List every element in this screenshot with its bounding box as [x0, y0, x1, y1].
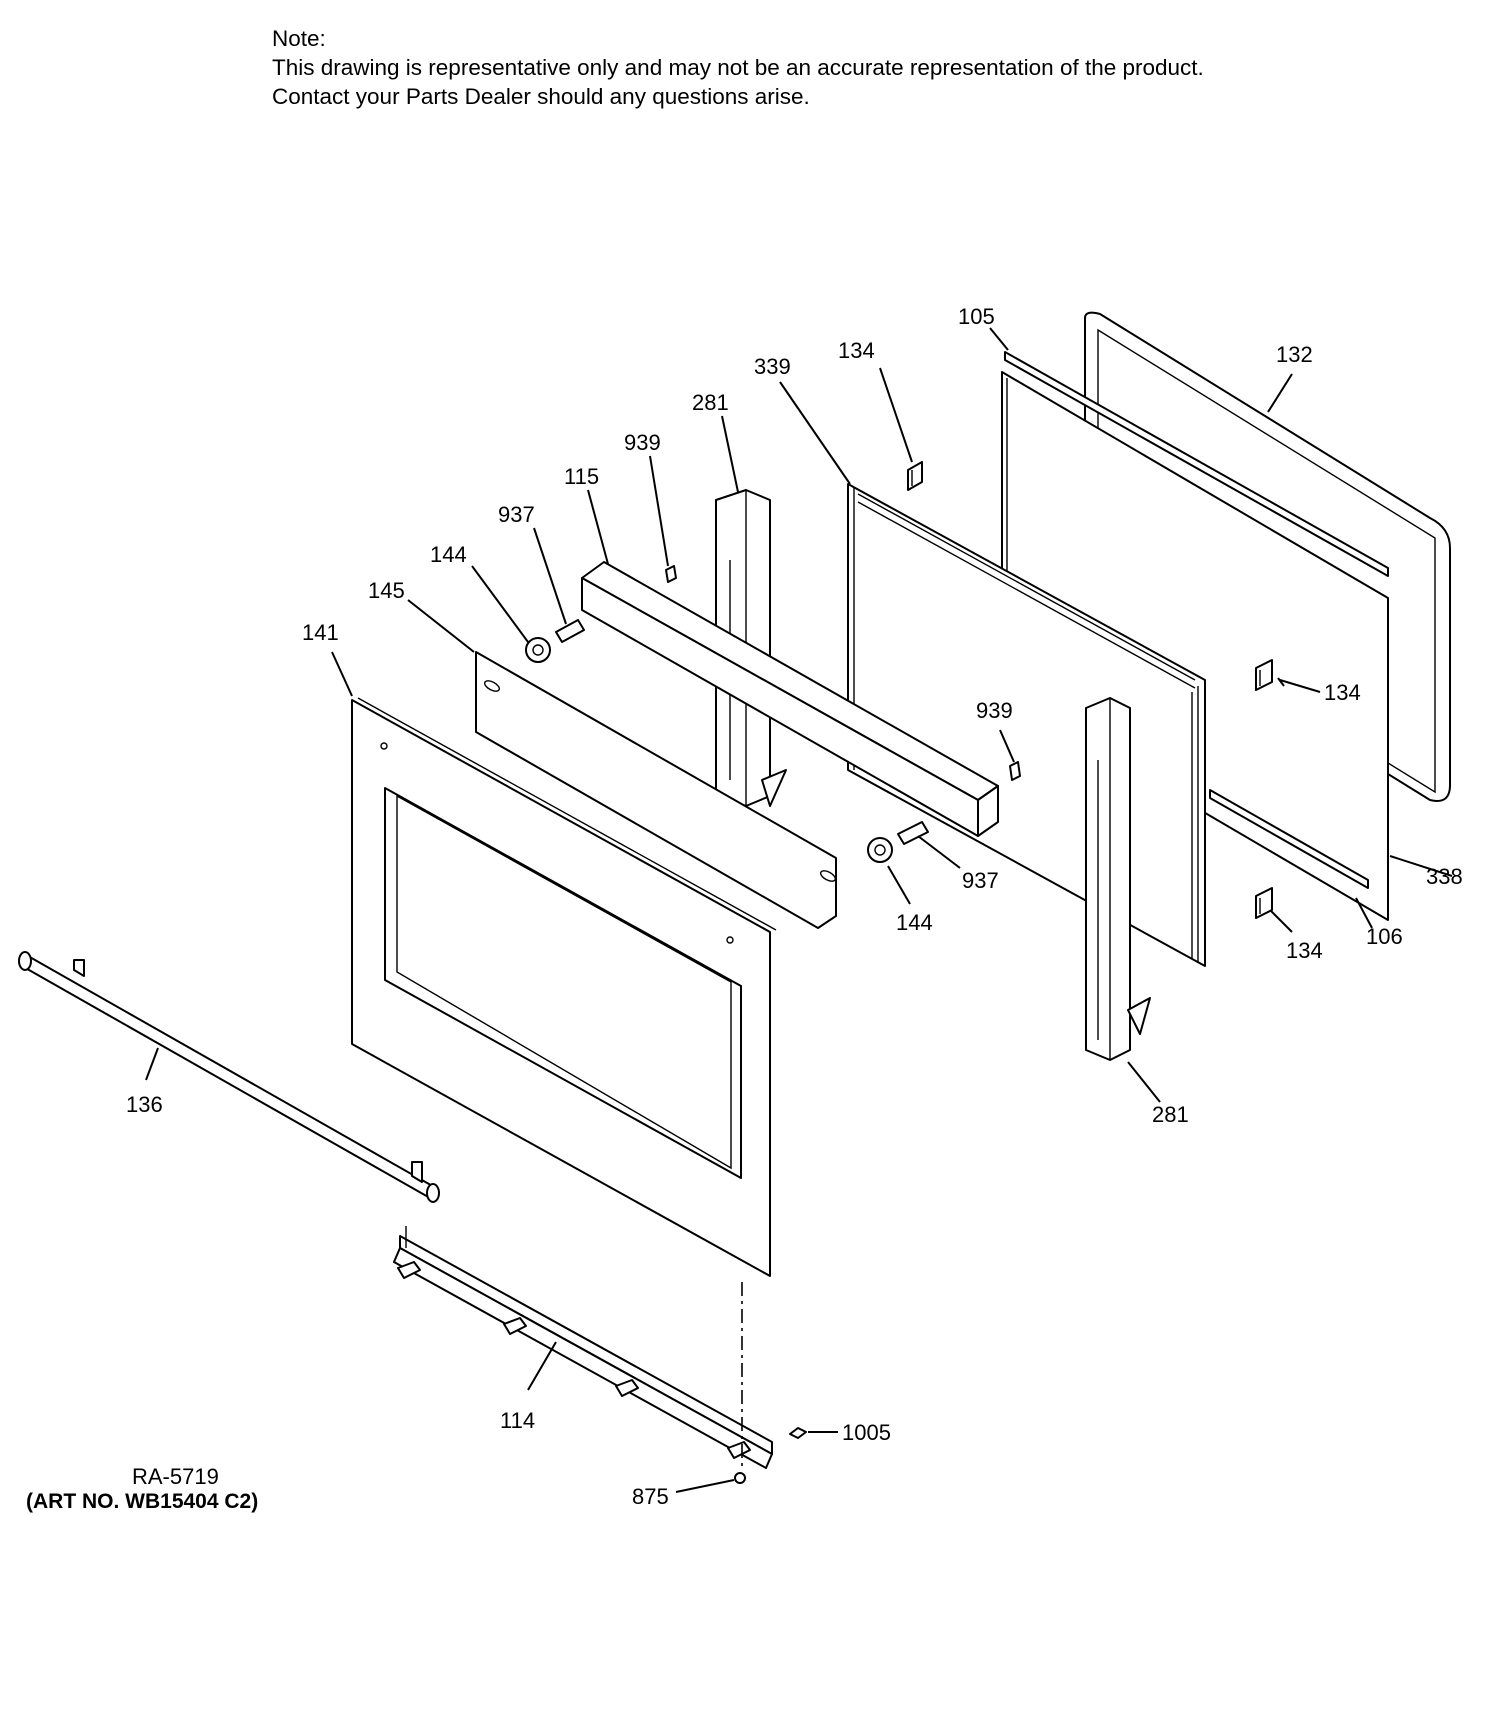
part-144-roller-left — [525, 637, 551, 663]
part-106-bottom-trim — [1209, 789, 1369, 889]
callout-134-low: 134 — [1286, 938, 1323, 963]
callout-339: 339 — [754, 354, 791, 379]
callout-134-mid: 134 — [1324, 680, 1361, 705]
part-281-hinge-lower — [1085, 697, 1151, 1061]
art-number: (ART NO. WB15404 C2) — [26, 1490, 258, 1513]
callout-939-right: 939 — [976, 698, 1013, 723]
note-line-1: This drawing is representative only and … — [272, 55, 1204, 80]
part-937-pin-right — [897, 821, 929, 845]
callout-114: 114 — [500, 1408, 535, 1433]
part-134-clip-low — [1255, 887, 1273, 919]
note-line-2: Contact your Parts Dealer should any que… — [272, 84, 810, 109]
disclaimer-note: Note: This drawing is representative onl… — [272, 24, 1204, 111]
part-937-pin-left — [555, 619, 585, 643]
leader-lines — [145, 327, 1453, 1493]
part-939-screw-left — [665, 565, 677, 583]
callout-145: 145 — [368, 578, 405, 603]
part-136-handle — [18, 951, 440, 1203]
callout-937-right: 937 — [962, 868, 999, 893]
callout-134-top: 134 — [838, 338, 875, 363]
callout-106: 106 — [1366, 924, 1403, 949]
callout-1005: 1005 — [842, 1420, 891, 1445]
part-1005-screw — [789, 1427, 807, 1439]
part-141-outer-door — [351, 697, 777, 1277]
callout-875: 875 — [632, 1484, 669, 1509]
callout-labels: 105 132 134 339 281 939 115 937 144 145 … — [126, 304, 1463, 1509]
part-875-screw — [734, 1472, 746, 1484]
callout-141: 141 — [302, 620, 339, 645]
part-105-top-trim — [1004, 351, 1389, 577]
part-939-screw-right — [1009, 761, 1021, 781]
part-115-vent-channel — [581, 561, 999, 837]
callout-338: 338 — [1426, 864, 1463, 889]
callout-939-left: 939 — [624, 430, 661, 455]
part-134-clip-top — [907, 461, 923, 491]
callout-144-left: 144 — [430, 542, 467, 567]
callout-136: 136 — [126, 1092, 163, 1117]
callout-281-top: 281 — [692, 390, 729, 415]
callout-132: 132 — [1276, 342, 1313, 367]
callout-105: 105 — [958, 304, 995, 329]
part-144-roller-right — [867, 837, 893, 863]
drawing-reference: RA-5719 — [132, 1464, 219, 1489]
part-145-vent-cover — [475, 651, 837, 929]
part-114-bottom-rail — [393, 1226, 773, 1469]
callout-115: 115 — [564, 464, 599, 489]
callout-281-low: 281 — [1152, 1102, 1189, 1127]
callout-937-left: 937 — [498, 502, 535, 527]
callout-144-right: 144 — [896, 910, 933, 935]
note-heading: Note: — [272, 26, 326, 51]
part-134-clip-mid — [1255, 659, 1273, 691]
